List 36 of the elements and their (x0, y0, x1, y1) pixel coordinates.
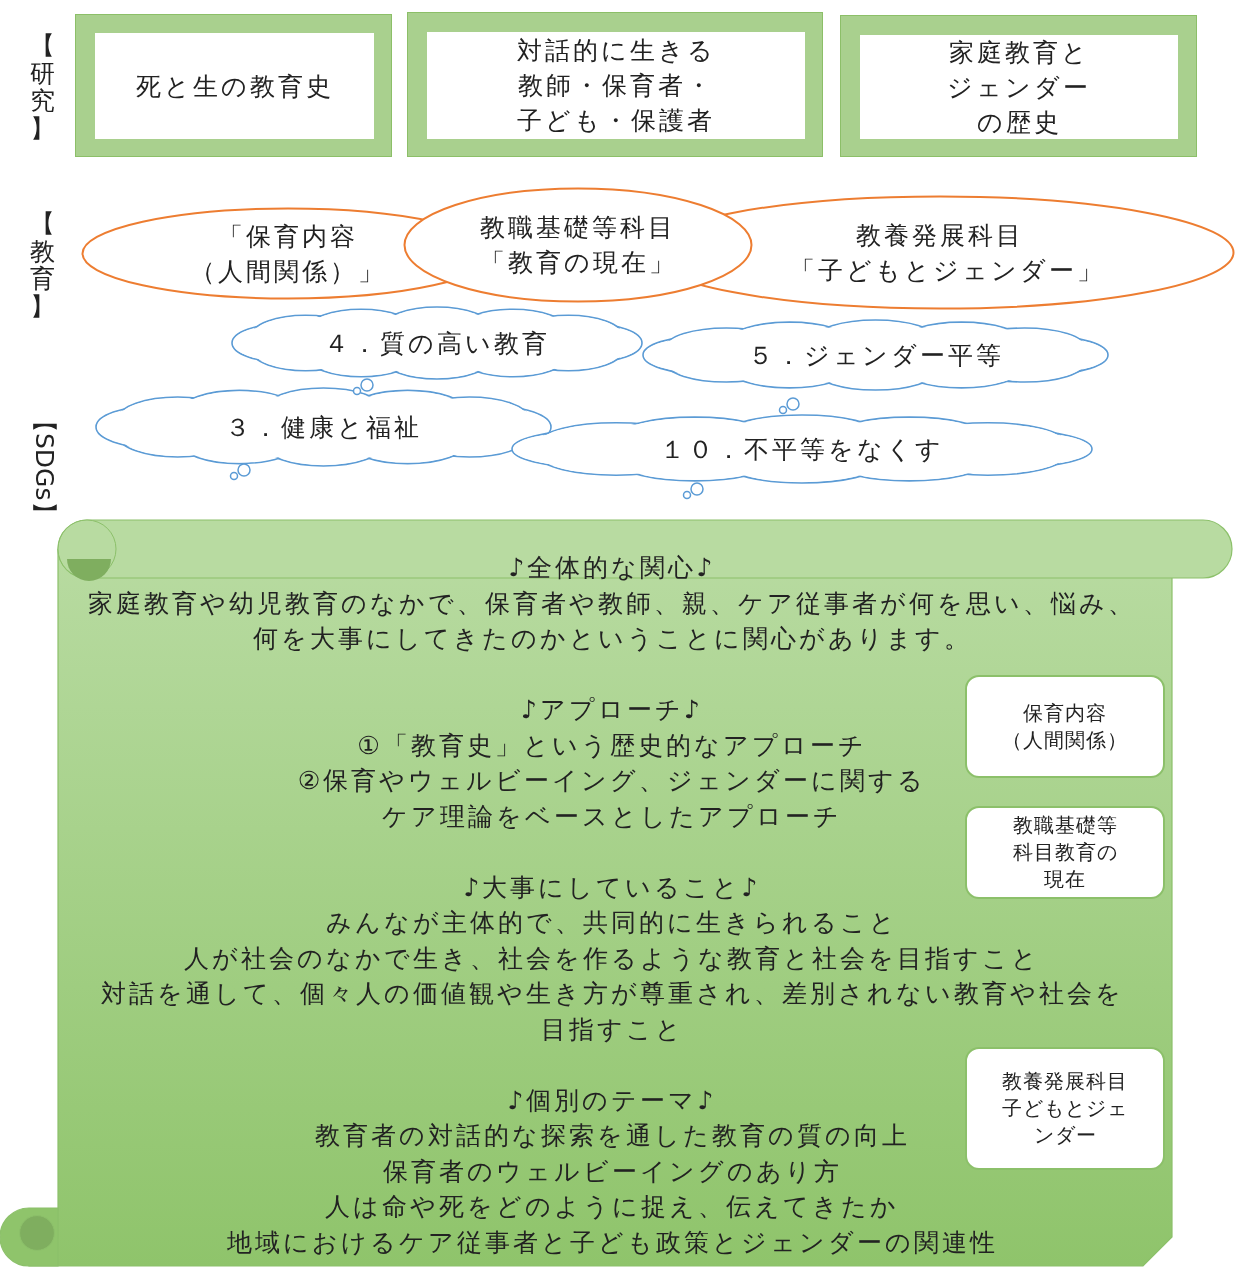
text-box: 家庭教育とジェンダーの歴史 (859, 34, 1179, 140)
section-heading: ♪個別のテーマ♪ (506, 1084, 718, 1117)
ellipse-label: 「保育内容（人間関係）」 (189, 220, 387, 288)
body-text: ①「教育史」という歴史的なアプローチ (356, 729, 868, 762)
ellipse-label: 教職基礎等科目「教育の現在」 (478, 212, 678, 279)
framed-panel (75, 14, 392, 157)
body-text: 家庭教育や幼児教育のなかで、保育者や教師、親、ケア従事者が何を思い、悩み、何を大事にしてきたのかということに関心があります。 (87, 587, 1137, 655)
box-label: 教職基礎等科目教育の現在 (1011, 812, 1119, 893)
box-label: 保育内容（人間関係） (1001, 699, 1129, 754)
section-heading: ♪アプローチ♪ (520, 694, 704, 726)
text-box: 死と生の教育史 (94, 32, 375, 140)
body-text: 地域におけるケア従事者と子ども政策とジェンダーの関連性 (225, 1226, 999, 1259)
body-text: 保育者のウェルビーイングのあり方 (381, 1155, 843, 1188)
body-text: 教育者の対話的な探索を通した教育の質の向上 (313, 1120, 911, 1152)
side-label: 【教育】 (30, 210, 55, 320)
section-heading: ♪大事にしていること♪ (462, 871, 762, 904)
cloud-label: ５．ジェンダー平等 (747, 339, 1004, 372)
rounded-box (965, 675, 1165, 778)
body-text: みんなが主体的で、共同的に生きられること (325, 907, 899, 939)
cloud-label: ４．質の高い教育 (324, 327, 550, 360)
framed-panel (840, 15, 1197, 157)
side-label: 【研究】 (30, 32, 55, 142)
ellipse-label: 教養発展科目「子どもとジェンダー」 (790, 219, 1090, 287)
rounded-box (965, 1047, 1165, 1170)
section-heading: ♪全体的な関心♪ (507, 552, 717, 584)
body-text: ②保育やウェルビーイング、ジェンダーに関するケア理論をベースとしたアプローチ (296, 765, 928, 833)
box-label: 教養発展科目子どもとジェンダー (1001, 1068, 1129, 1149)
framed-panel (407, 12, 823, 157)
side-label: 【SDGs】 (30, 408, 58, 526)
cloud-label: １０．不平等をなくす (660, 433, 944, 466)
body-text: 対話を通して、個々人の価値観や生き方が尊重され、差別されない教育や社会を目指すこと (99, 978, 1125, 1046)
rounded-box (965, 806, 1165, 899)
body-text: 人は命や死をどのように捉え、伝えてきたか (324, 1191, 900, 1223)
cloud-label: ３．健康と福祉 (225, 411, 422, 444)
text-box: 対話的に生きる教師・保育者・子ども・保護者 (426, 31, 806, 140)
body-text: 人が社会のなかで生き、社会を作るような教育と社会を目指すこと (183, 942, 1041, 975)
